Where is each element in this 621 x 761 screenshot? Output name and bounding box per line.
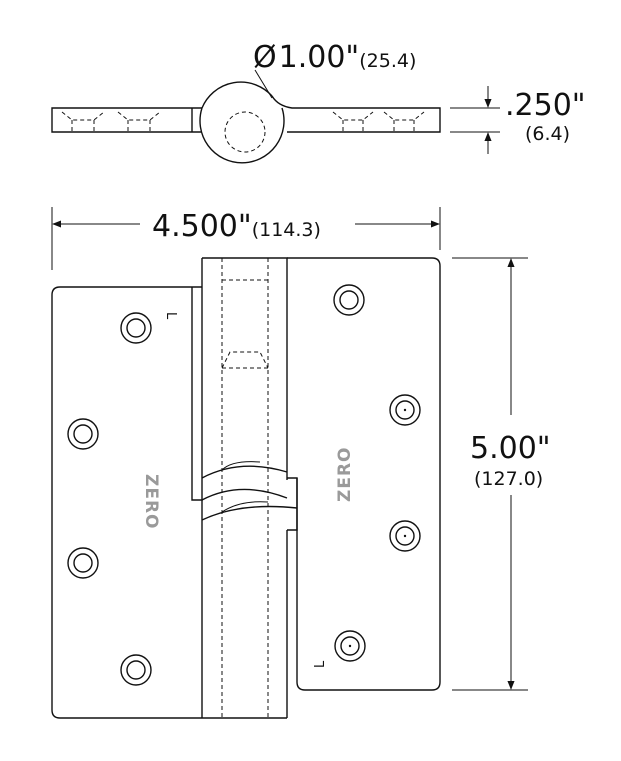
height-metric-label: (127.0) [474,468,543,490]
pin-diameter-label: Ø1.00"(25.4) [253,40,416,75]
top-view-right-leaf [271,95,441,133]
thickness-metric-label: (6.4) [525,123,570,145]
screw-hole [333,284,365,316]
height-dimension [452,257,528,691]
pin-hidden-lines [221,258,269,718]
screw-hole [120,312,152,344]
right-screw-holes [333,284,421,662]
height-imperial-label: 5.00" [470,431,551,466]
brand-left: ZERO [141,474,161,529]
brand-right: ZERO [335,447,355,502]
thickness-dimension [450,86,500,154]
top-view-left-countersinks [61,111,161,132]
top-view-knuckle [199,107,285,164]
screw-hole [67,547,99,579]
hand-mark-left: L [163,312,178,320]
screw-hole [389,520,421,552]
left-screw-holes [67,312,152,686]
width-label: 4.500"(114.3) [152,209,321,244]
screw-hole [67,418,99,450]
thickness-imperial-label: .250" [505,88,586,123]
left-leaf-slot [191,287,203,501]
top-view-left-leaf [51,107,202,133]
right-leaf [287,257,441,691]
helical-cut [201,465,298,521]
width-dimension [51,207,441,270]
hand-mark-right: L [313,660,328,668]
screw-hole [120,654,152,686]
front-view: ZERO ZERO L L [51,257,441,719]
top-view-pin-hidden [224,111,266,153]
top-view [51,81,441,164]
top-view-right-countersinks [332,111,425,132]
screw-hole [334,630,366,662]
screw-hole [389,394,421,426]
left-leaf [51,286,202,719]
diameter-leader [254,69,273,99]
knuckle [201,257,288,718]
